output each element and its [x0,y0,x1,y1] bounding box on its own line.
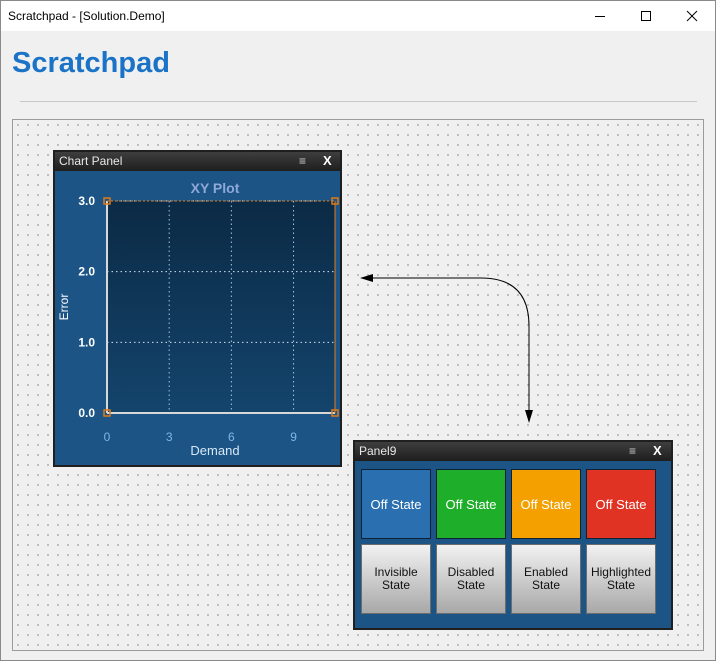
panel9[interactable]: Panel9 ≡ X Off State Off State Off State… [353,440,673,630]
corner-handle [331,409,339,417]
menu-icon[interactable]: ≡ [299,154,307,168]
off-state-button-red[interactable]: Off State [586,469,656,539]
close-icon [686,10,698,22]
close-icon[interactable]: X [653,443,662,458]
highlighted-state-button[interactable]: Highlighted State [586,544,656,614]
y-tick-label: 2.0 [78,265,95,279]
corner-handle [103,409,111,417]
chart-title: XY Plot [191,180,240,196]
x-axis-label: Demand [190,443,239,458]
x-tick-label: 6 [228,430,235,444]
close-window-button[interactable] [669,1,715,31]
minimize-button[interactable] [577,1,623,31]
close-icon[interactable]: X [323,153,332,168]
off-state-button-orange[interactable]: Off State [511,469,581,539]
off-state-button-blue[interactable]: Off State [361,469,431,539]
arrowhead-down-icon [525,410,533,423]
y-tick-label: 0.0 [78,406,95,420]
y-tick-label: 1.0 [78,335,95,349]
off-state-button-green[interactable]: Off State [436,469,506,539]
app-title: Scratchpad [12,47,170,79]
chart-panel-header[interactable]: Chart Panel ≡ X [55,152,340,171]
window-title: Scratchpad - [Solution.Demo] [8,9,165,23]
plot-area [107,201,335,413]
y-tick-label: 3.0 [78,194,95,208]
disabled-state-button[interactable]: Disabled State [436,544,506,614]
maximize-button[interactable] [623,1,669,31]
x-tick-label: 3 [166,430,173,444]
minimize-icon [595,16,605,17]
enabled-state-button[interactable]: Enabled State [511,544,581,614]
arrowhead-left-icon [360,274,373,282]
title-bar: Scratchpad - [Solution.Demo] [1,1,715,31]
x-tick-label: 0 [104,430,111,444]
panel9-title: Panel9 [359,444,397,458]
invisible-state-button[interactable]: Invisible State [361,544,431,614]
menu-icon[interactable]: ≡ [629,444,637,458]
x-tick-label: 9 [290,430,297,444]
corner-handle [331,197,339,205]
panel9-header[interactable]: Panel9 ≡ X [355,442,671,461]
y-axis-label: Error [57,294,71,321]
chart-panel-title: Chart Panel [59,154,123,168]
maximize-icon [641,11,651,21]
corner-handle [103,197,111,205]
header-divider [20,101,697,102]
